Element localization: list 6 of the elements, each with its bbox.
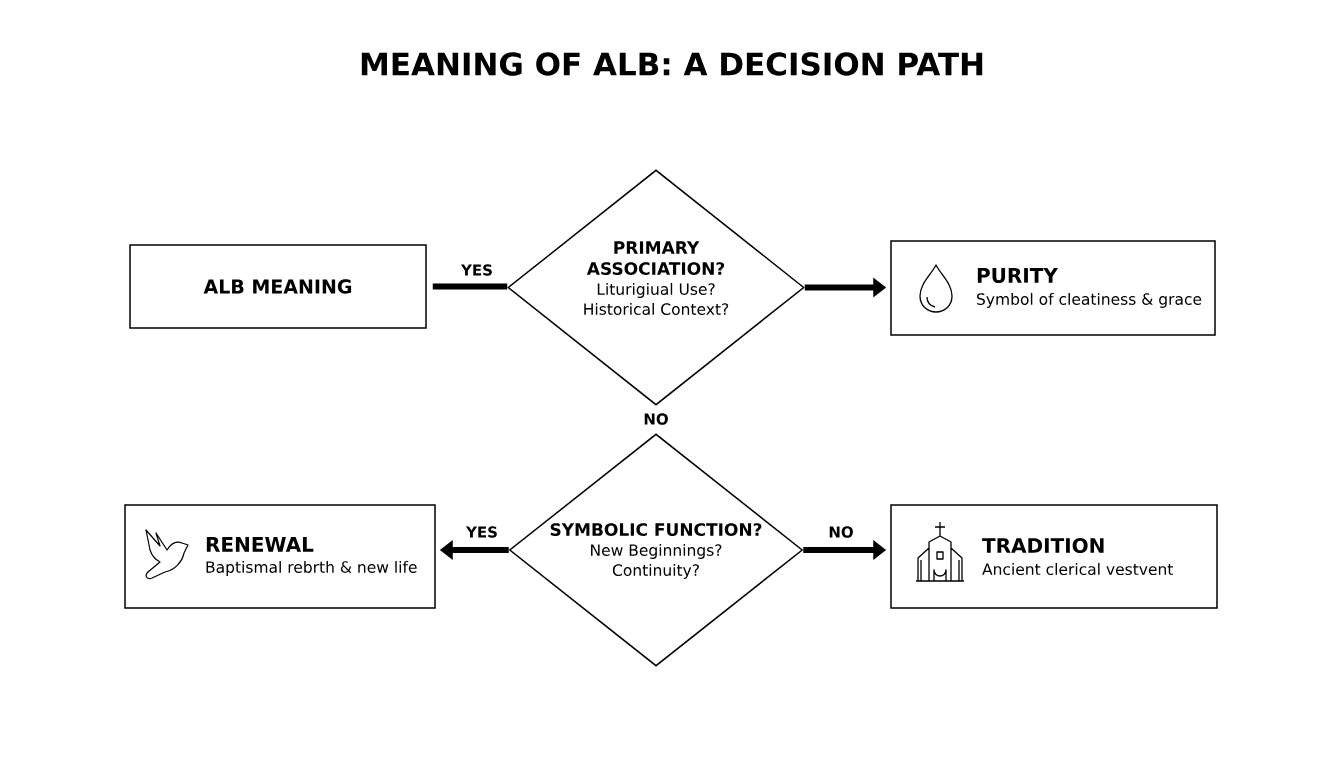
result-box: TRADITION Ancient clerical vestvent — [890, 504, 1218, 609]
start-box: ALB MEANING — [129, 244, 427, 329]
result-box: PURITY Symbol of cleatiness & grace — [890, 240, 1216, 336]
result-box: RENEWAL Baptismal rebrth & new life — [124, 504, 436, 609]
branch-label: NO — [644, 413, 668, 425]
title: MEANING OF ALB: A DECISION PATH — [361, 52, 983, 76]
